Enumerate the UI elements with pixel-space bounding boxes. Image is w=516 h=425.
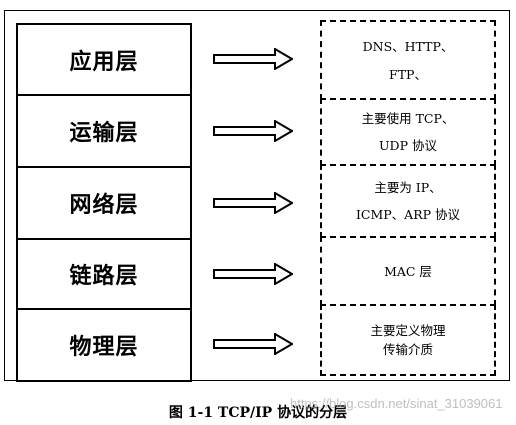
- protocol-text: ICMP、ARP 协议: [355, 207, 461, 222]
- layer-label: 物理层: [69, 335, 139, 360]
- figure-caption: 图 1-1 TCP/IP 协议的分层: [168, 405, 348, 421]
- layer-link: 链路层: [16, 238, 192, 310]
- layer-transport: 运输层: [16, 94, 192, 168]
- right-arrow-icon: [213, 120, 293, 142]
- layer-network: 网络层: [16, 166, 192, 240]
- layer-physical: 物理层: [16, 308, 192, 382]
- layer-label: 链路层: [69, 264, 139, 289]
- protocol-box-link: MAC 层: [320, 236, 496, 306]
- protocol-box-transport: 主要使用 TCP、 UDP 协议: [320, 98, 496, 166]
- protocol-text: MAC 层: [384, 263, 432, 279]
- diagram-frame: [4, 10, 510, 381]
- right-arrow-icon: [213, 48, 293, 70]
- right-arrow-icon: [213, 263, 293, 285]
- protocol-box-application: DNS、HTTP、 FTP、: [320, 20, 496, 100]
- layer-label: 应用层: [69, 49, 139, 75]
- layer-application: 应用层: [16, 23, 192, 96]
- protocol-text: DNS、HTTP、: [362, 38, 454, 54]
- watermark: https://blog.csdn.net/sinat_31039061: [290, 396, 503, 411]
- right-arrow-icon: [213, 192, 293, 214]
- protocol-text: 主要为 IP、: [374, 180, 442, 195]
- layer-label: 运输层: [69, 121, 139, 146]
- layer-label: 网络层: [69, 193, 139, 218]
- protocol-text: FTP、: [389, 66, 427, 82]
- protocol-box-network: 主要为 IP、 ICMP、ARP 协议: [320, 164, 496, 238]
- protocol-text: 传输介质: [382, 342, 433, 357]
- protocol-text: 主要定义物理: [370, 323, 446, 338]
- right-arrow-icon: [213, 333, 293, 355]
- protocol-text: 主要使用 TCP、: [361, 111, 455, 126]
- protocol-text: UDP 协议: [379, 138, 437, 153]
- protocol-box-physical: 主要定义物理 传输介质: [320, 304, 496, 376]
